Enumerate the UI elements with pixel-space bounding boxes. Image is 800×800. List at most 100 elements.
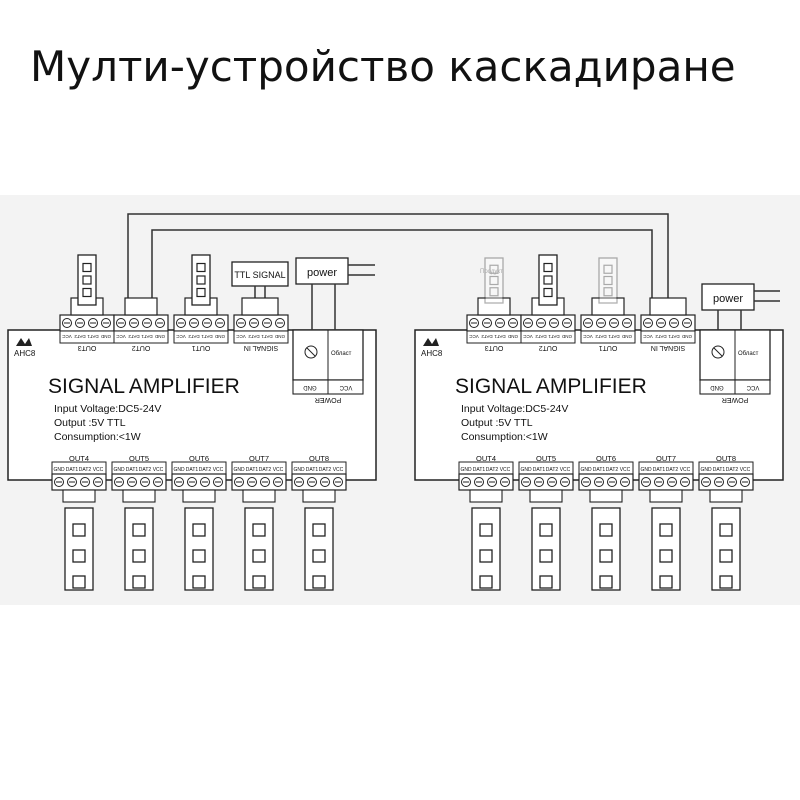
pin-label: DAT2 (535, 334, 547, 339)
pin-label: VCC (643, 334, 653, 339)
right-top-port-label-3: OUT1 (599, 344, 618, 351)
pin-label: GND (154, 334, 165, 339)
pin-label: DAT2 (726, 467, 739, 473)
pin-label: VCC (62, 334, 72, 339)
cascade-wire-outer (127, 213, 669, 300)
strip-outline (531, 507, 561, 591)
left-ttl-signal-box (231, 261, 289, 287)
pin-label: DAT1 (494, 334, 506, 339)
left-bottom-led-strip-2 (124, 507, 154, 591)
led-chip (603, 287, 613, 297)
pin-label: GND (681, 334, 692, 339)
pin-label: DAT2 (188, 334, 200, 339)
left-bottom-port-label-5: OUT8 (309, 454, 329, 463)
strip-outline (484, 257, 504, 304)
pin-label: GND (561, 334, 572, 339)
strip-outline (598, 257, 618, 304)
pin-label: VCC (740, 467, 751, 473)
right-bottom-led-strip-1 (471, 507, 501, 591)
right-power-pin-vcc: VCC (746, 384, 759, 390)
led-chip (72, 575, 86, 589)
faded-product-label: Продукт (480, 269, 503, 275)
pin-label: VCC (176, 334, 186, 339)
right-bottom-header-5 (709, 489, 743, 503)
led-chip (196, 287, 206, 298)
left-bottom-header-5 (302, 489, 336, 503)
left-spec-voltage: Input Voltage:DC5-24V (54, 403, 161, 415)
pin-label: VCC (333, 467, 344, 473)
led-chip (599, 549, 613, 563)
pin-label: DAT1 (201, 334, 213, 339)
left-bottom-header-2 (122, 489, 156, 503)
page-title: Мулти-устройство каскадиране (30, 42, 736, 91)
pin-label: GND (460, 467, 472, 473)
left-top-port-label-3: OUT1 (192, 344, 211, 351)
pin-label: GND (113, 467, 125, 473)
pin-label: GND (520, 467, 532, 473)
pin-label: GND (53, 467, 65, 473)
left-power-label: POWER (315, 396, 341, 403)
right-header-3 (591, 297, 625, 316)
left-bottom-port-label-4: OUT7 (249, 454, 269, 463)
pin-label: GND (173, 467, 185, 473)
pin-label: GND (640, 467, 652, 473)
led-chip (659, 575, 673, 589)
pin-label: VCC (236, 334, 246, 339)
pin-label: DAT2 (128, 334, 140, 339)
pin-label: DAT1 (668, 334, 680, 339)
left-power-pin-gnd: GND (303, 384, 317, 390)
led-chip (543, 275, 553, 285)
left-logo-text: AHC8 (14, 349, 36, 358)
right-bottom-led-strip-2 (531, 507, 561, 591)
pin-label: VCC (213, 467, 224, 473)
pin-label: DAT2 (546, 467, 559, 473)
pin-label: GND (100, 334, 111, 339)
pin-label: VCC (523, 334, 533, 339)
pin-label: VCC (273, 467, 284, 473)
right-bottom-header-2 (529, 489, 563, 503)
pin-label: DAT1 (653, 467, 666, 473)
led-chip (196, 275, 206, 285)
led-chip (543, 287, 553, 298)
left-signal-in-header (241, 297, 279, 316)
led-chip (72, 523, 86, 537)
pin-label: VCC (620, 467, 631, 473)
right-header-1 (477, 297, 511, 316)
left-power-box-label: power (307, 267, 337, 279)
right-top-led-strip-out3: Продукт (480, 257, 504, 304)
led-chip (659, 523, 673, 537)
led-chip (196, 262, 206, 273)
right-bottom-header-4 (649, 489, 683, 503)
left-bottom-led-strip-1 (64, 507, 94, 591)
pin-label: DAT1 (126, 467, 139, 473)
led-chip (489, 264, 499, 274)
pin-label: VCC (560, 467, 571, 473)
left-bottom-header-4 (242, 489, 276, 503)
led-chip (312, 523, 326, 537)
led-chip (539, 523, 553, 537)
led-chip (82, 287, 92, 298)
led-chip (132, 549, 146, 563)
left-power-pin-vcc: VCC (339, 384, 352, 390)
pin-label-row (580, 330, 636, 344)
left-top-port-label-1: OUT3 (78, 344, 97, 351)
left-top-led-strip-out3 (77, 254, 97, 306)
right-signal-in-header (649, 297, 687, 316)
led-chip (479, 575, 493, 589)
led-chip (82, 262, 92, 273)
pin-label-row (233, 330, 289, 344)
led-chip (82, 275, 92, 285)
pin-label: DAT1 (261, 334, 273, 339)
pin-label: DAT1 (548, 334, 560, 339)
pin-label: VCC (116, 334, 126, 339)
right-bottom-header-3 (589, 489, 623, 503)
